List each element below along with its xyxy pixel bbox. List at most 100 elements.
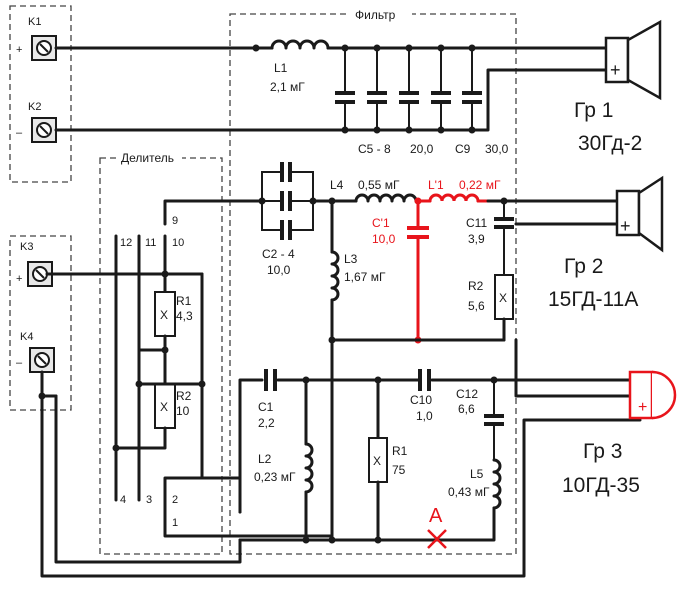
l4-value: 0,55 мГ — [358, 178, 400, 192]
capacitor-c1-plates — [264, 369, 277, 391]
pin-9: 9 — [172, 215, 178, 227]
cap-lead — [292, 171, 314, 231]
pin-1: 1 — [172, 517, 178, 529]
inductor-l2-coil — [304, 442, 314, 494]
wire-div9-to-c2 — [163, 199, 264, 217]
capacitor-bank-c2-c4 — [261, 162, 314, 240]
c5-8-name: C5 - 8 — [358, 142, 391, 156]
wire-ground-bus — [238, 506, 496, 542]
terminal-box-top — [9, 5, 72, 183]
terminal-k4-slot — [37, 355, 47, 365]
speaker-gr3-plus: + — [638, 399, 647, 416]
speaker-gr2[interactable]: + Гр 2 15ГД-11А — [548, 175, 664, 311]
junction — [374, 536, 382, 544]
cap-plates — [280, 162, 292, 182]
c1p-value: 10,0 — [372, 232, 396, 246]
l5-name: L5 — [470, 467, 484, 481]
gr1-section: L1 2,1 мГ C5 - 8 20,0 C9 30,0 — [54, 39, 617, 156]
cap-plates — [431, 91, 451, 104]
gr3-section: X A C1 2,2 C10 1,0 C12 6,6 L2 0,23 мГ R1… — [163, 338, 642, 549]
capacitor-c11-plates — [494, 217, 514, 229]
point-a-label: A — [429, 505, 443, 527]
wire-pin2-to-c1 — [163, 378, 264, 514]
l4-name: L4 — [330, 178, 344, 192]
filter-label-bg — [350, 8, 412, 22]
capacitor-c1p-plates — [407, 226, 429, 239]
terminal-k3-label: K3 — [20, 241, 33, 253]
inductor-l1-coil — [270, 39, 330, 50]
inductor-l4-coil — [354, 193, 418, 203]
cap-plates — [367, 91, 387, 104]
c10-name: C10 — [410, 393, 432, 407]
divider-label: Делитель — [121, 151, 174, 165]
terminal-k4-label: K4 — [20, 331, 33, 343]
wire-k2-return — [54, 68, 617, 132]
c12-value: 6,6 — [458, 402, 475, 416]
speaker-gr3-dome — [651, 370, 677, 420]
junction — [161, 346, 169, 354]
r1-filter-name: R1 — [392, 444, 408, 458]
cap-lead — [261, 171, 280, 231]
resistor-r1-divider-mark: X — [160, 308, 168, 322]
wire-divider-right — [163, 272, 204, 502]
pin-12: 12 — [120, 237, 132, 249]
speaker-gr3-model: 10ГД-35 — [562, 474, 640, 497]
c10-value: 1,0 — [416, 409, 433, 423]
l5-value: 0,43 мГ — [448, 485, 490, 499]
speaker-gr2-plus: + — [620, 216, 631, 236]
terminal-k4-minus: – — [16, 357, 23, 369]
resistor-r2-filter-mark: X — [499, 291, 507, 305]
speaker-gr3-name: Гр 3 — [583, 440, 622, 463]
wire-r2-bottom — [114, 426, 167, 450]
capacitor-c10-plates — [418, 369, 431, 391]
junction — [252, 44, 260, 52]
capacitor-c12-plates — [484, 414, 504, 426]
pin-10: 10 — [172, 237, 184, 249]
terminal-k2-slot — [39, 125, 49, 135]
r2-filter-name: R2 — [468, 279, 484, 293]
terminal-k4[interactable]: K4 – — [16, 331, 55, 373]
filter-label: Фильтр — [355, 8, 396, 22]
c2-4-name: C2 - 4 — [262, 247, 295, 261]
r2-divider-value: 10 — [176, 404, 190, 418]
c1-name: C1 — [258, 400, 274, 414]
resistor-r2-divider-mark: X — [160, 400, 168, 414]
terminal-k3-slot — [35, 269, 45, 279]
speaker-gr3[interactable]: + Гр 3 10ГД-35 — [562, 370, 677, 497]
speaker-gr1-plus: + — [610, 60, 621, 80]
inductor-l5-coil — [492, 458, 502, 510]
c11-name: C11 — [466, 216, 487, 230]
speaker-gr1-name: Гр 1 — [574, 99, 613, 122]
pin-4: 4 — [120, 494, 126, 506]
junction — [112, 444, 120, 452]
divider-label-bg — [118, 152, 182, 166]
r1-filter-value: 75 — [392, 463, 406, 477]
speaker-gr1-cone — [626, 19, 662, 101]
terminal-k2-label: K2 — [28, 101, 41, 113]
terminal-k1-plus: + — [16, 44, 22, 56]
pin-11: 11 — [145, 237, 156, 249]
terminal-k2[interactable]: K2 – — [16, 101, 57, 143]
wire-pin1-out — [163, 510, 334, 538]
cap-plates — [462, 91, 482, 104]
terminal-k2-minus: – — [16, 127, 23, 139]
c1-value: 2,2 — [258, 416, 275, 430]
terminal-k1[interactable]: K1 + — [16, 16, 57, 61]
cap-plates — [280, 191, 292, 211]
r2-divider-name: R2 — [176, 389, 192, 403]
c5-8-value: 20,0 — [410, 142, 434, 156]
speaker-gr1[interactable]: + Гр 1 30Гд-2 — [574, 19, 662, 155]
cap-plates — [280, 220, 292, 240]
r2-filter-value: 5,6 — [468, 299, 485, 313]
junction — [302, 536, 310, 544]
l3-value: 1,67 мГ — [344, 270, 386, 284]
l2-name: L2 — [258, 452, 272, 466]
gr2-section: X C2 - 4 10,0 L4 0,55 мГ L'1 0,22 мГ C'1… — [163, 162, 622, 344]
junction — [198, 380, 206, 388]
terminal-k3[interactable]: K3 + — [16, 241, 53, 287]
speaker-gr2-name: Гр 2 — [564, 255, 603, 278]
c9-name: C9 — [455, 142, 471, 156]
divider-section: X X 12 11 9 10 4 3 2 1 R1 4,3 R2 10 — [45, 213, 334, 538]
c11-value: 3,9 — [468, 232, 485, 246]
